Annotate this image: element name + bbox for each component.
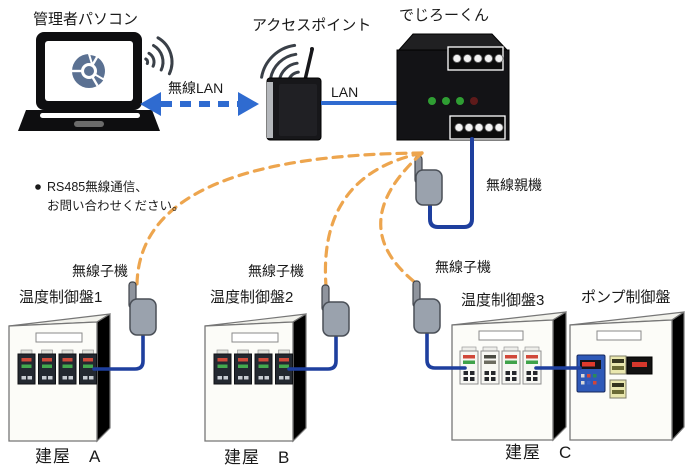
note-line-1: RS485無線通信、 bbox=[47, 179, 148, 194]
terminal-block-bottom bbox=[449, 115, 506, 140]
access-point-label: アクセスポイント bbox=[252, 17, 371, 34]
rf-link-slave-1 bbox=[135, 151, 424, 286]
building-label-c: 建屋 C bbox=[505, 443, 572, 462]
slave-cable-3 bbox=[425, 330, 467, 370]
digital-display bbox=[626, 356, 653, 375]
rf-link-slave-3 bbox=[379, 151, 424, 286]
temp-panel-3 bbox=[451, 310, 567, 442]
wireless-slave-label-1: 無線子機 bbox=[72, 263, 128, 279]
wireless-slave-device-3 bbox=[412, 280, 441, 334]
inverter-unit bbox=[576, 354, 606, 393]
vent-slot bbox=[231, 332, 279, 343]
terminal-block-top bbox=[447, 46, 504, 71]
temp-panel-1 bbox=[8, 312, 111, 443]
pump-panel-label: ポンプ制御盤 bbox=[581, 289, 671, 306]
slave-cable-2 bbox=[287, 333, 338, 371]
wireless-slave-label-3: 無線子機 bbox=[435, 259, 491, 275]
vent-slot bbox=[478, 330, 524, 341]
note-line-2: お問い合わせください。 bbox=[47, 198, 185, 213]
note: RS485無線通信、 お問い合わせください。 bbox=[35, 179, 185, 213]
note-bullet bbox=[35, 184, 41, 190]
rf-link-slave-2 bbox=[323, 151, 424, 288]
temp-panel-2 bbox=[204, 312, 307, 443]
wireless-slave-label-2: 無線子機 bbox=[248, 263, 304, 279]
wireless-slave-device-2 bbox=[321, 284, 350, 337]
antenna bbox=[303, 48, 314, 82]
wireless-slave-device-1 bbox=[128, 281, 157, 336]
wireless-lan-label: 無線LAN bbox=[168, 80, 223, 96]
rf-links bbox=[135, 151, 424, 288]
wireless-master-device bbox=[414, 155, 443, 206]
temp-panel-1-label: 温度制御盤1 bbox=[19, 289, 102, 306]
building-label-b: 建屋 B bbox=[224, 448, 290, 467]
admin-pc-label: 管理者パソコン bbox=[33, 11, 138, 28]
setting-display-1 bbox=[609, 355, 627, 375]
vent-slot bbox=[596, 330, 642, 341]
slave-cable-1 bbox=[92, 332, 145, 371]
lan-label: LAN bbox=[331, 84, 358, 100]
temperature-controllers bbox=[17, 349, 97, 385]
temp-panel-3-label: 温度制御盤3 bbox=[461, 292, 544, 309]
temp-panel-2-label: 温度制御盤2 bbox=[210, 289, 293, 306]
temperature-controllers bbox=[213, 349, 293, 385]
dejiro-label: でじろーくん bbox=[399, 7, 489, 24]
wireless-master-label: 無線親機 bbox=[486, 177, 542, 193]
master-cable bbox=[428, 137, 474, 229]
setting-display-2 bbox=[609, 379, 627, 399]
wifi-waves-ap-icon bbox=[260, 43, 300, 84]
dejiro-device bbox=[396, 33, 510, 141]
wifi-waves-pc-icon bbox=[144, 36, 174, 76]
admin-pc bbox=[18, 32, 160, 131]
led-indicators bbox=[428, 97, 478, 105]
vent-slot bbox=[35, 332, 83, 343]
temperature-controllers bbox=[459, 346, 542, 385]
building-label-a: 建屋 A bbox=[35, 447, 101, 466]
access-point bbox=[260, 43, 322, 141]
wireless-lan-arrow bbox=[140, 92, 259, 116]
pump-panel bbox=[569, 310, 685, 442]
chrome-browser-icon bbox=[72, 52, 107, 88]
